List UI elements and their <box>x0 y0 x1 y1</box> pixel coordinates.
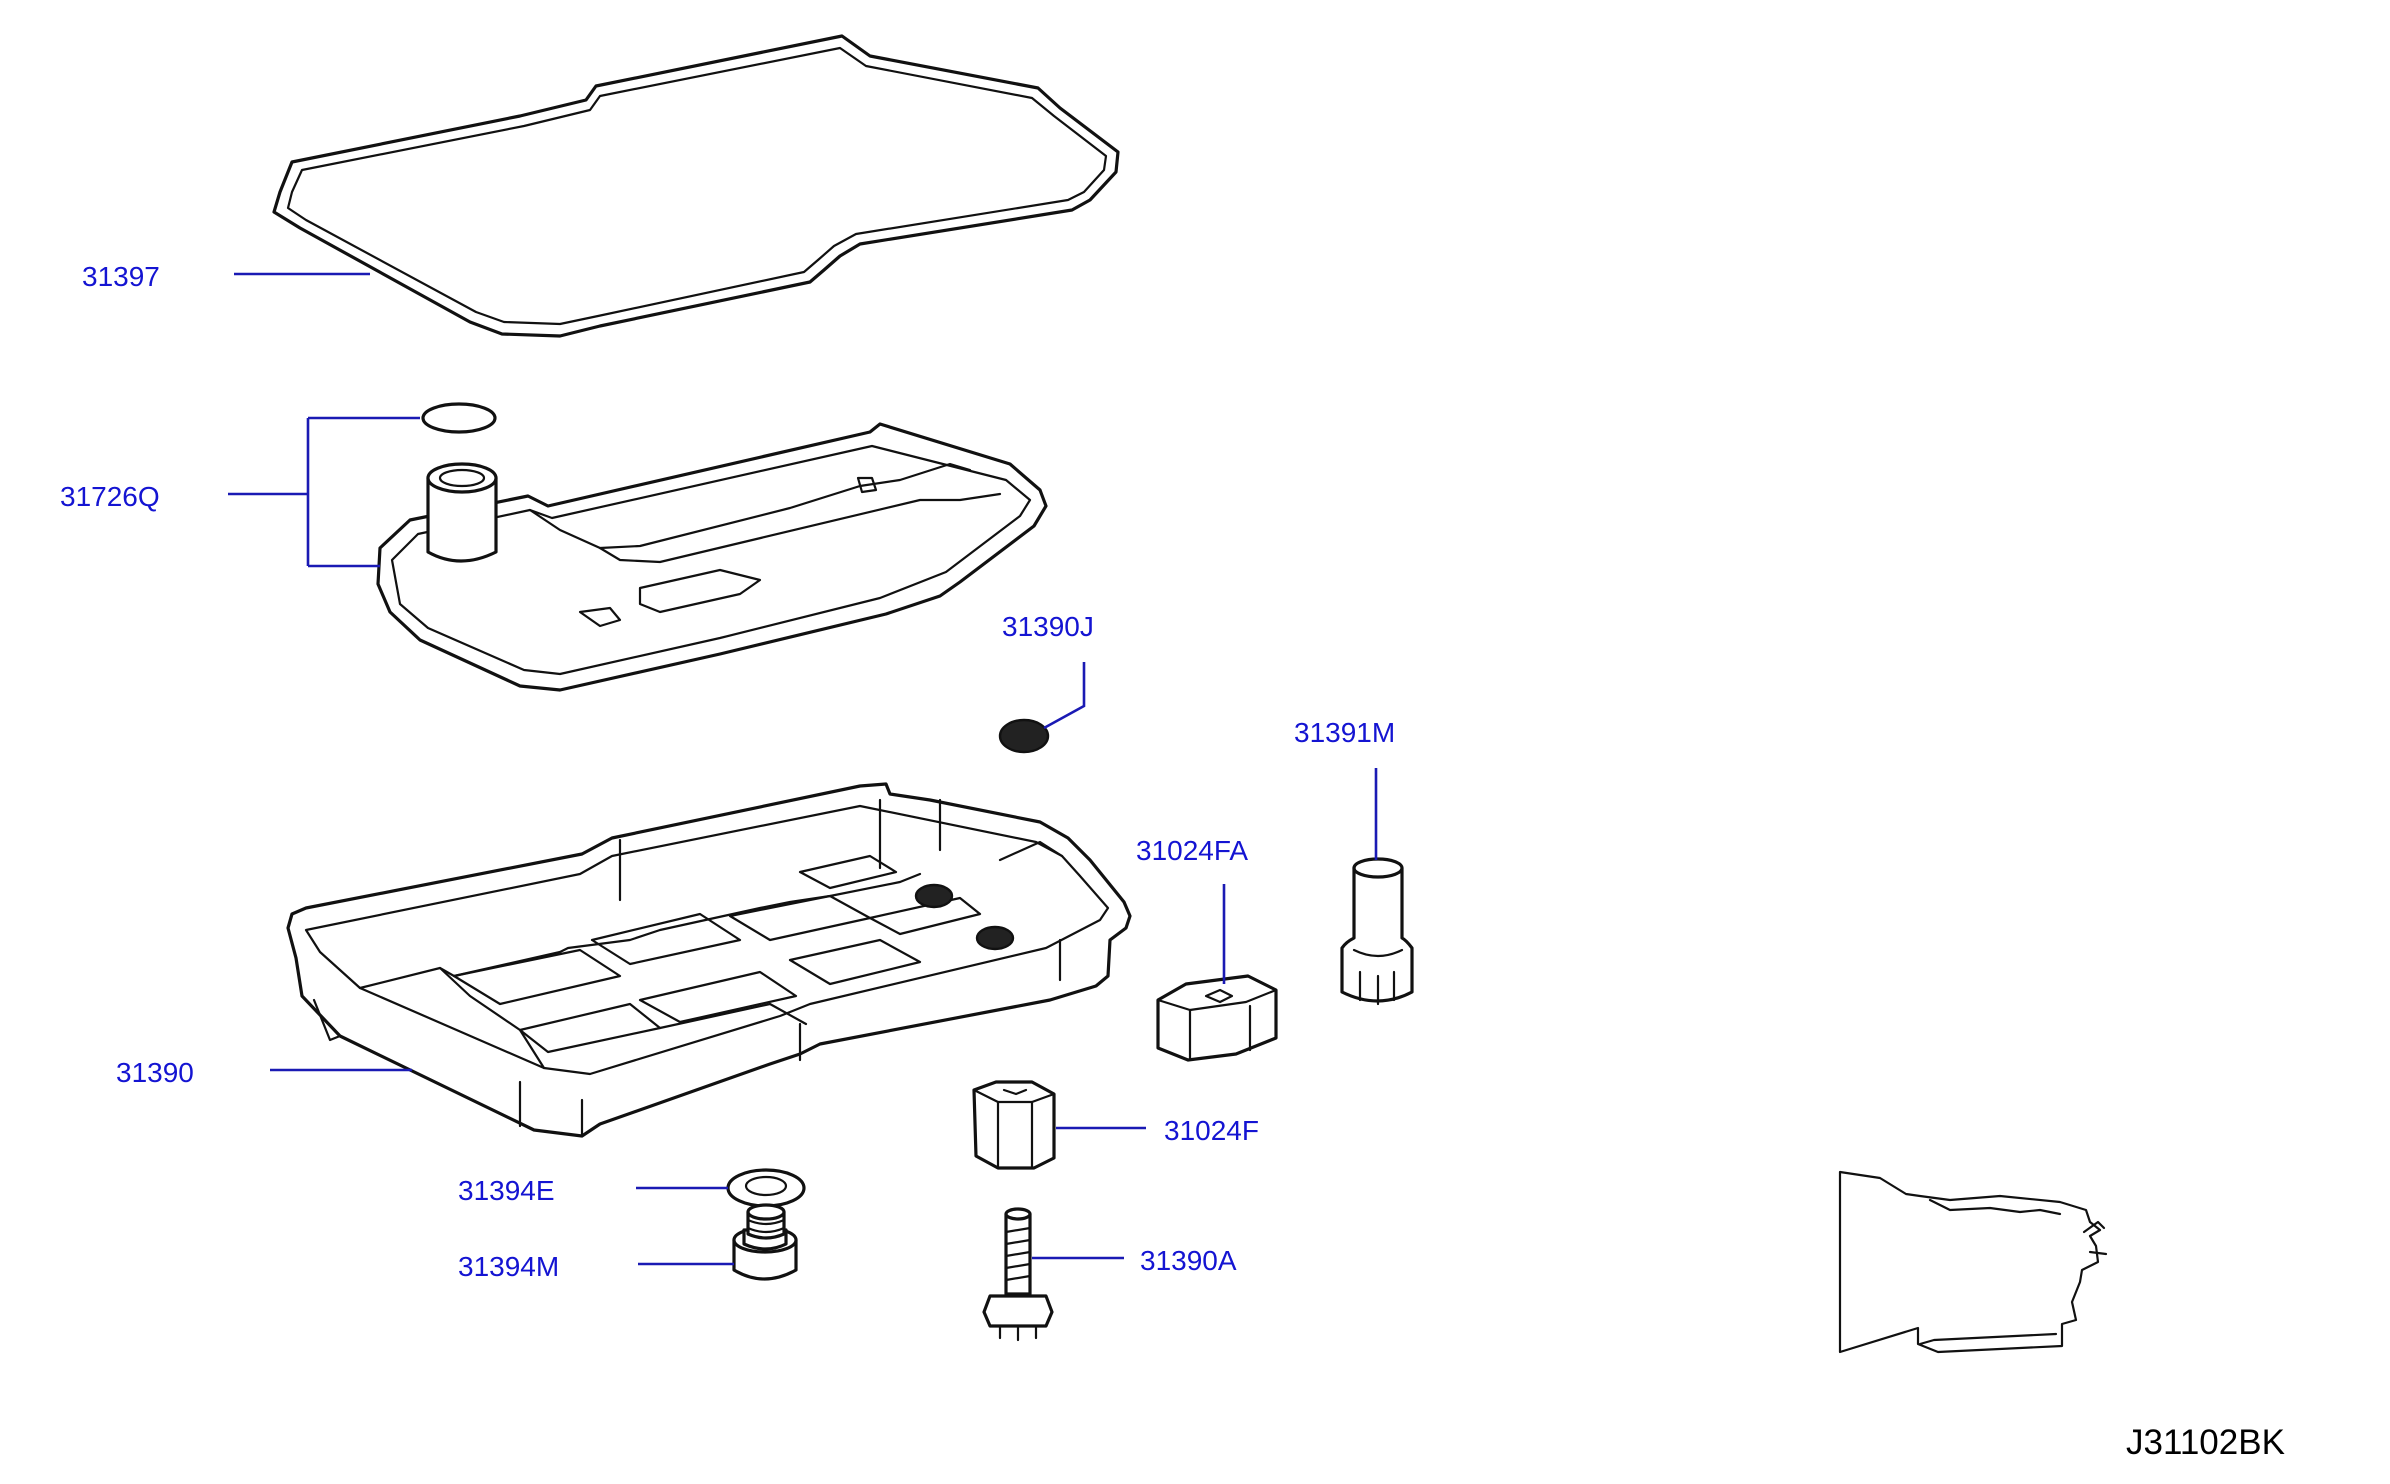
leader-lines <box>228 272 1378 1266</box>
part-label-31024f: 31024F <box>1164 1115 1259 1146</box>
transmission-locator-sketch <box>1838 1170 2108 1354</box>
connector-sleeve-drawing <box>1340 857 1414 1006</box>
part-label-31390j: 31390J <box>1002 611 1094 642</box>
pan-bolt-drawing <box>982 1207 1054 1342</box>
retaining-clip-a-drawing <box>1156 974 1278 1062</box>
part-label-31394m: 31394M <box>458 1251 559 1282</box>
part-label-31390a: 31390A <box>1140 1245 1237 1276</box>
drain-plug-drawing <box>732 1203 798 1281</box>
drain-plug-washer-drawing <box>726 1168 806 1208</box>
part-label-31391m: 31391M <box>1294 717 1395 748</box>
leader-31726q <box>228 416 420 568</box>
leader-31390j <box>1043 662 1086 730</box>
oil-pan-gasket-drawing <box>272 34 1120 338</box>
retaining-clip-b-drawing <box>972 1080 1056 1170</box>
part-label-31394e: 31394E <box>458 1175 555 1206</box>
part-label-31397: 31397 <box>82 261 160 292</box>
diagram-id-code: J31102BK <box>2126 1423 2285 1462</box>
part-label-31390: 31390 <box>116 1057 194 1088</box>
strainer-mesh-drawing <box>998 718 1050 754</box>
part-label-31726q: 31726Q <box>60 481 160 512</box>
oil-strainer-drawing <box>376 402 1048 692</box>
part-label-31024fa: 31024FA <box>1136 835 1248 866</box>
oil-pan-drawing <box>286 782 1132 1138</box>
